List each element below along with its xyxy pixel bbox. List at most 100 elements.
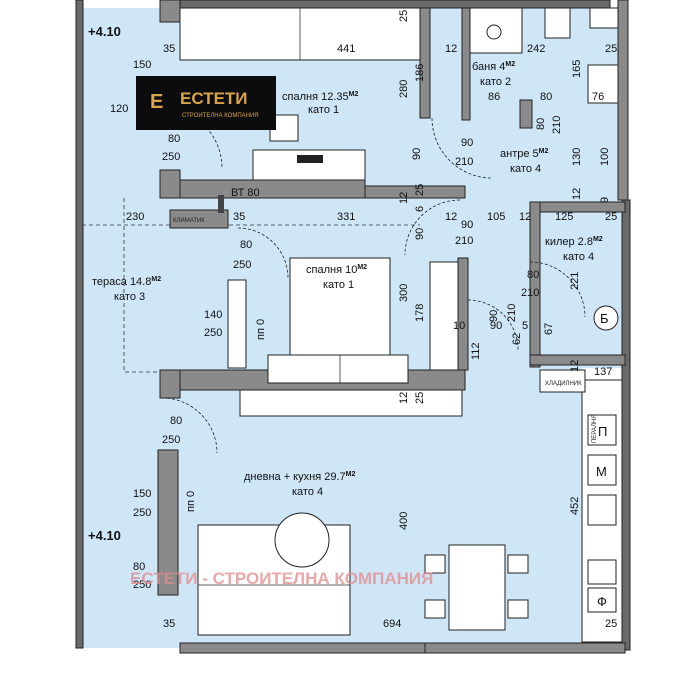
wall-top-left [159, 0, 181, 23]
door-bath [431, 117, 493, 179]
dim-80b: 80 [540, 91, 552, 103]
dim-90c: 90 [490, 320, 502, 332]
dim-25b: 25 [605, 43, 617, 55]
wall-bedroom2-right [457, 257, 469, 371]
vdim-80: 80 [535, 118, 547, 130]
vdim-210d: 210 [506, 304, 518, 322]
dim-76: 76 [592, 91, 604, 103]
dim-250c: 250 [204, 327, 222, 339]
sink [587, 64, 619, 104]
vdim-25a: 25 [398, 10, 410, 22]
dim-86: 86 [488, 91, 500, 103]
vdim-210: 210 [551, 116, 563, 134]
dim-12a: 12 [445, 43, 457, 55]
dim-80e: 80 [170, 415, 182, 427]
wall-bedroom1-bath [419, 7, 431, 119]
wall-top [179, 0, 611, 9]
boiler-label: Б [600, 311, 609, 326]
wall-bath-bottom [519, 99, 533, 129]
dim-150b: 150 [133, 488, 151, 500]
wall-bottom-right [424, 642, 626, 654]
logo-mark: Е [150, 91, 163, 113]
room-bedroom2-floor: като 1 [323, 279, 354, 291]
room-living-floor: като 4 [292, 486, 323, 498]
bt-outlet [218, 195, 224, 213]
dim-35b: 35 [233, 211, 245, 223]
vdim-400: 400 [398, 512, 410, 530]
dim-230: 230 [126, 211, 144, 223]
dim-5: 5 [522, 320, 528, 332]
dim-10: 10 [453, 320, 465, 332]
bed [289, 257, 391, 359]
dim-90a: 90 [461, 137, 473, 149]
dim-210b: 210 [455, 235, 473, 247]
chair-3 [507, 554, 529, 574]
p-label: П [598, 424, 607, 439]
dim-441: 441 [337, 43, 355, 55]
nightstand [267, 354, 409, 384]
wall-mid-horizontal [159, 179, 366, 199]
room-terrace-floor: като 3 [114, 291, 145, 303]
vdim-25b: 25 [414, 184, 426, 196]
coffee-table [274, 512, 330, 568]
room-bath-floor: като 2 [480, 76, 511, 88]
wall-pantry-bottom [529, 354, 626, 366]
room-hall-floor: като 4 [510, 163, 541, 175]
dim-25c: 25 [605, 211, 617, 223]
vdim-165: 165 [571, 60, 583, 78]
bt-label: ВТ 80 [231, 187, 260, 199]
dim-210a: 210 [455, 156, 473, 168]
bath-shelf [589, 7, 619, 29]
dim-137: 137 [594, 366, 612, 378]
vdim-178: 178 [414, 304, 426, 322]
m-label: М [596, 464, 607, 479]
dim-150a: 150 [133, 59, 151, 71]
chair-2 [424, 599, 446, 619]
dim-120: 120 [110, 103, 128, 115]
dim-105: 105 [487, 211, 505, 223]
dim-12d: 12 [569, 360, 581, 372]
room-terrace: тераса 14.8M2 [92, 276, 161, 288]
vdim-12a: 12 [571, 188, 583, 200]
dim-25d: 25 [605, 618, 617, 630]
klimatik-label: КЛИМАТИК [173, 218, 205, 224]
dim-12c: 12 [519, 211, 531, 223]
f-label: Ф [597, 594, 607, 609]
door-living [161, 397, 218, 454]
appliance-m [587, 454, 617, 486]
tv-console [239, 389, 463, 417]
room-living: дневна + кухня 29.7M2 [244, 471, 355, 483]
vdim-186: 186 [414, 64, 426, 82]
wall-mid-horizontal-2 [364, 185, 466, 199]
room-pantry: килер 2.8M2 [545, 236, 603, 248]
wall-bath-right [461, 7, 471, 121]
chair-1 [424, 554, 446, 574]
dim-250e: 250 [133, 507, 151, 519]
wall-column-terrace [159, 369, 181, 399]
vdim-280: 280 [398, 80, 410, 98]
desk [252, 149, 366, 181]
vdim-112: 112 [470, 342, 482, 360]
logo-tagline: СТРОИТЕЛНА КОМПАНИЯ [182, 113, 259, 119]
vdim-67: 67 [543, 323, 555, 335]
vdim-6: 6 [414, 206, 426, 212]
pp-label-2: пп 0 [185, 491, 197, 512]
dim-250d: 250 [162, 434, 180, 446]
dining-table [448, 544, 506, 631]
window-terrace [227, 279, 247, 369]
vdim-90b: 90 [414, 228, 426, 240]
wall-bottom [179, 642, 431, 654]
vdim-100: 100 [599, 148, 611, 166]
shower [469, 7, 523, 54]
dim-35c: 35 [163, 618, 175, 630]
room-bedroom1: спалня 12.35M2 [282, 91, 358, 103]
door-hall [404, 199, 461, 256]
dim-210c: 210 [521, 287, 539, 299]
perilnya-label: ПЕРАЛНЯ [592, 414, 598, 443]
vdim-90d: 90 [488, 310, 500, 322]
klimatik-unit [169, 209, 229, 229]
dim-12b: 12 [445, 211, 457, 223]
appliance-p [587, 414, 617, 446]
watermark: ЕСТЕТИ - СТРОИТЕЛНА КОМПАНИЯ [130, 569, 433, 588]
vdim-300: 300 [398, 284, 410, 302]
